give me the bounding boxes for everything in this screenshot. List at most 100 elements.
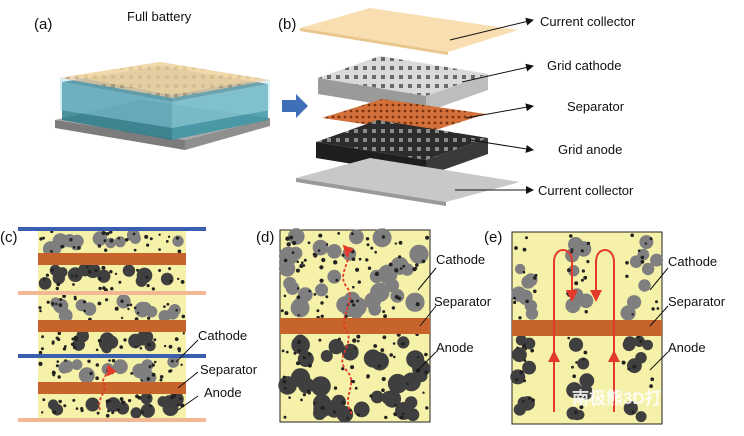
conductive-dot	[72, 398, 76, 402]
active-particle	[82, 302, 97, 316]
active-particle	[310, 376, 331, 397]
conductive-dot	[109, 270, 113, 274]
conductive-dot	[178, 349, 181, 353]
conductive-dot	[522, 400, 525, 403]
active-particle	[642, 339, 653, 351]
conductive-dot	[313, 293, 317, 296]
conductive-dot	[525, 236, 528, 240]
active-particle	[71, 359, 83, 371]
conductive-dot	[341, 400, 346, 405]
active-particle	[517, 396, 530, 409]
conductive-dot	[283, 258, 288, 263]
conductive-dot	[394, 242, 397, 245]
conductive-dot	[140, 410, 144, 414]
conductive-dot	[515, 377, 519, 382]
active-particle	[395, 401, 413, 420]
conductive-dot	[422, 391, 425, 394]
active-particle	[566, 406, 580, 420]
active-particle	[522, 360, 536, 375]
conductive-dot	[525, 299, 529, 304]
conductive-dot	[64, 359, 67, 362]
conductive-dot	[351, 257, 356, 262]
d-separator	[280, 318, 430, 334]
c-label-cathode: Cathode	[198, 328, 248, 343]
conductive-dot	[574, 281, 579, 286]
conductive-dot	[621, 360, 626, 365]
active-particle	[578, 385, 594, 400]
conductive-dot	[108, 230, 112, 234]
conductive-dot	[126, 303, 130, 307]
conductive-dot	[580, 278, 584, 282]
conductive-dot	[307, 391, 311, 395]
conductive-dot	[382, 310, 386, 314]
conductive-dot	[296, 287, 300, 290]
conductive-dot	[513, 296, 516, 300]
b-label-bottom-collector: Current collector	[538, 183, 634, 198]
conductive-dot	[392, 342, 396, 345]
active-particle	[132, 366, 143, 377]
conductive-dot	[54, 302, 58, 306]
conductive-dot	[513, 300, 517, 305]
c-label-anode: Anode	[204, 385, 242, 400]
conductive-dot	[120, 316, 124, 320]
conductive-dot	[649, 384, 653, 388]
conductive-dot	[522, 270, 526, 274]
conductive-dot	[523, 359, 527, 362]
active-particle	[385, 278, 400, 293]
conductive-dot	[644, 242, 648, 245]
conductive-dot	[56, 360, 60, 363]
conductive-dot	[52, 373, 55, 377]
conductive-dot	[38, 362, 43, 366]
conductive-dot	[575, 361, 578, 364]
conductive-dot	[393, 355, 396, 359]
conductive-dot	[366, 243, 370, 247]
panel-e-grid	[510, 231, 669, 425]
active-particle	[409, 244, 429, 264]
active-particle	[105, 237, 116, 249]
conductive-dot	[114, 306, 119, 311]
conductive-dot	[46, 300, 50, 304]
conductive-dot	[581, 269, 586, 273]
conductive-dot	[175, 236, 180, 240]
conductive-dot	[381, 235, 386, 239]
active-particle	[138, 301, 152, 316]
c-particles	[38, 228, 186, 419]
conductive-dot	[74, 274, 78, 278]
conductive-dot	[580, 249, 584, 253]
c-collector-peach-1	[18, 291, 206, 295]
conductive-dot	[97, 301, 102, 306]
active-particle	[641, 262, 655, 276]
conductive-dot	[640, 255, 644, 260]
conductive-dot	[177, 403, 180, 407]
panel-d-letter: (d)	[256, 229, 275, 246]
active-particle	[577, 357, 590, 370]
conductive-dot	[296, 260, 300, 264]
conductive-dot	[303, 258, 307, 262]
conductive-dot	[60, 244, 64, 249]
conductive-dot	[584, 310, 588, 314]
conductive-dot	[55, 286, 59, 291]
panel-a-letter: (a)	[34, 16, 53, 33]
d-label-cathode: Cathode	[436, 252, 486, 267]
conductive-dot	[394, 294, 399, 300]
conductive-dot	[145, 275, 149, 279]
conductive-dot	[168, 344, 173, 349]
conductive-dot	[399, 267, 403, 270]
active-particle	[78, 367, 95, 384]
conductive-dot	[391, 306, 396, 310]
conductive-dot	[382, 335, 387, 340]
conductive-dot	[45, 273, 50, 277]
conductive-dot	[352, 338, 357, 343]
d-ion-path-arrow	[341, 244, 354, 415]
conductive-dot	[73, 297, 77, 301]
conductive-dot	[519, 370, 524, 375]
conductive-dot	[350, 299, 354, 304]
conductive-dot	[87, 270, 92, 274]
conductive-dot	[380, 348, 385, 352]
conductive-dot	[625, 274, 629, 278]
active-particle	[623, 336, 637, 350]
conductive-dot	[632, 364, 637, 369]
conductive-dot	[177, 277, 180, 281]
conductive-dot	[625, 261, 629, 265]
conductive-dot	[98, 276, 102, 281]
